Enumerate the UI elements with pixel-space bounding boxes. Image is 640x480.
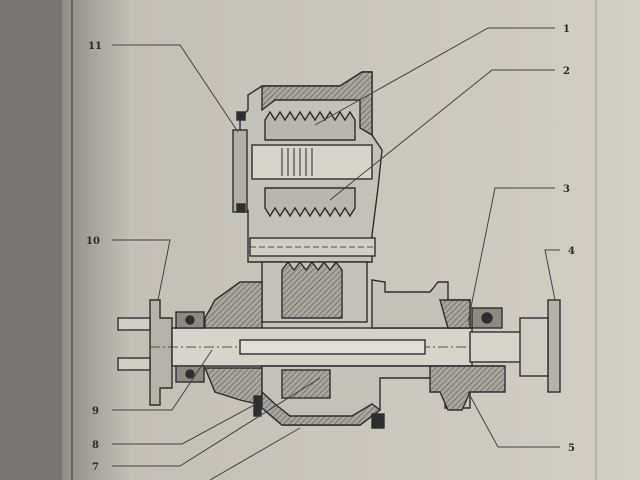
leader-line-11 [112, 44, 239, 133]
cover-plate [232, 129, 248, 213]
input-stub [117, 357, 151, 371]
leader-line-6 [209, 427, 301, 480]
leader-line-2 [329, 69, 555, 201]
callout-label-11: 11 [88, 41, 102, 52]
lower-housing-section [261, 390, 382, 426]
leader-line-10 [112, 239, 171, 301]
callout-label-8: 8 [92, 440, 99, 451]
callout-label-7: 7 [92, 462, 99, 473]
shaft-splines [281, 148, 313, 176]
output-flange [547, 299, 561, 393]
left-housing-lower [203, 367, 263, 406]
leader-line-7 [112, 377, 321, 467]
cover-bolt [236, 203, 246, 213]
shaft-inner [239, 339, 426, 355]
screw-8 [253, 395, 262, 417]
callout-labels: 1 2 3 4 5 7 8 9 10 11 [86, 24, 575, 473]
leader-line-3 [467, 187, 555, 323]
drain-plug [371, 413, 385, 429]
callout-label-5: 5 [568, 443, 575, 454]
leader-line-4 [544, 249, 560, 301]
callout-label-4: 4 [568, 246, 575, 257]
callout-label-1: 1 [563, 24, 570, 35]
lower-gear-7 [281, 369, 331, 399]
leader-line-9 [112, 349, 213, 411]
leader-line-5 [467, 391, 560, 448]
input-flange [149, 299, 173, 406]
lower-gear-teeth [264, 187, 356, 218]
leader-lines [112, 27, 560, 480]
input-stub [117, 317, 151, 331]
right-upper-section [439, 299, 471, 329]
gearbox-cross-section [117, 71, 561, 429]
upper-gear-teeth [264, 110, 356, 141]
callout-label-2: 2 [563, 66, 570, 77]
output-hub [519, 317, 549, 377]
cover-bolt [236, 111, 246, 121]
upper-housing-section [261, 71, 373, 137]
right-lower-housing [429, 365, 506, 411]
callout-label-3: 3 [563, 184, 570, 195]
callout-label-9: 9 [92, 406, 99, 417]
left-page-edge [0, 0, 70, 480]
leader-line-8 [112, 403, 257, 445]
leader-line-1 [314, 27, 555, 126]
middle-gear-teeth [281, 260, 343, 319]
callout-label-10: 10 [86, 236, 100, 247]
